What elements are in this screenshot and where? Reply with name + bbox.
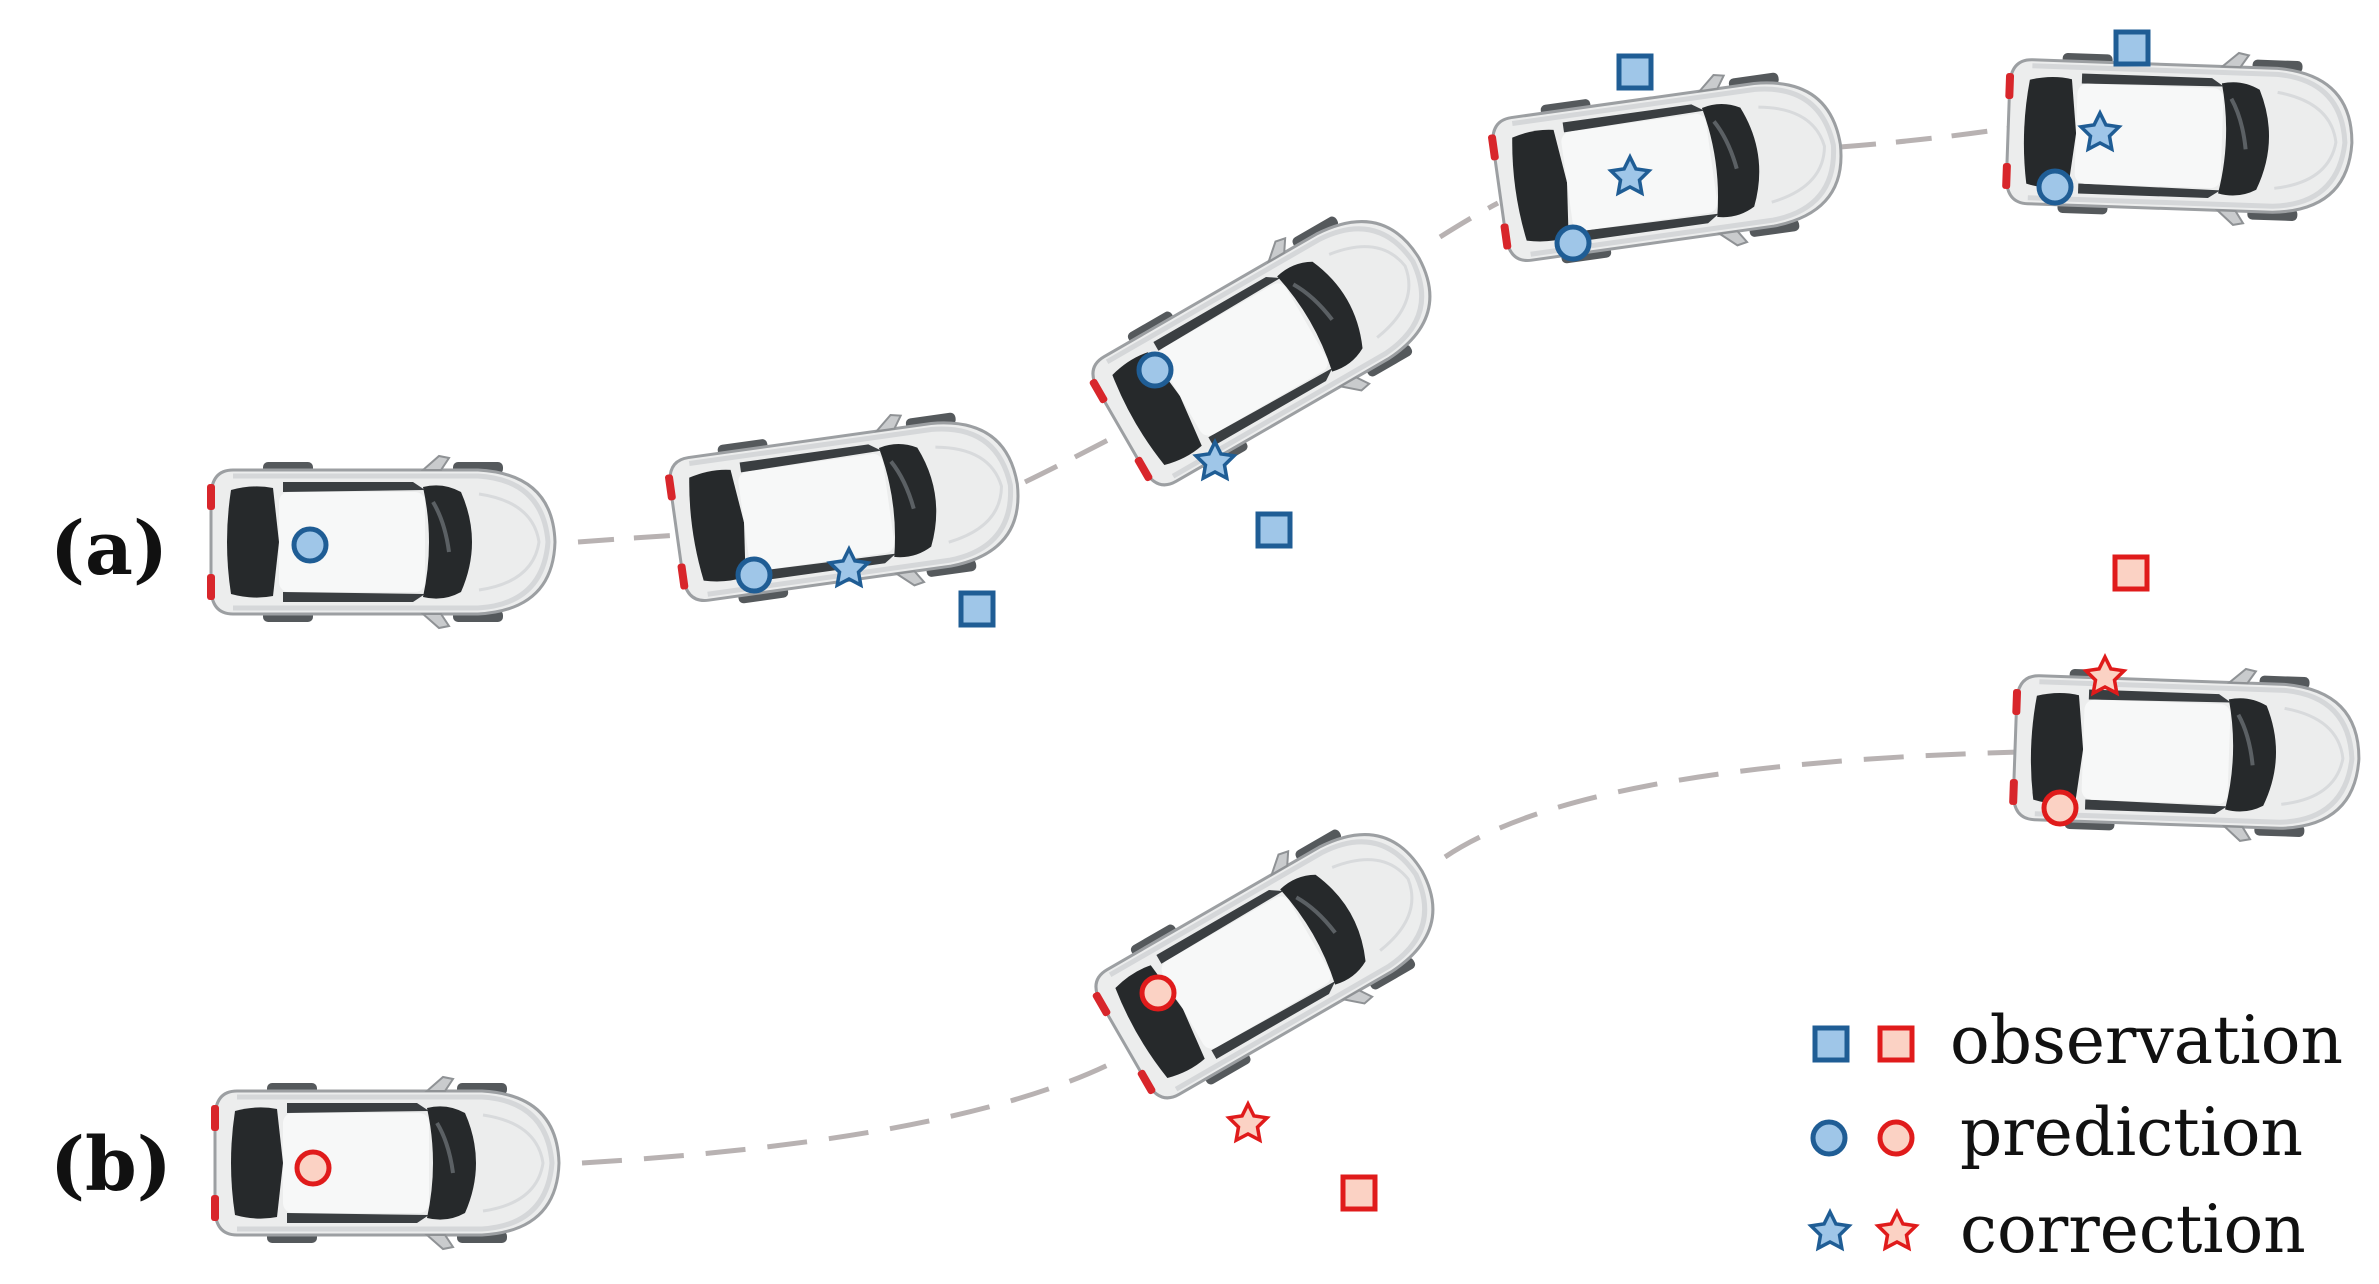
prediction-marker: [1554, 224, 1592, 262]
observation-marker: [958, 590, 996, 628]
observation-marker: [1616, 53, 1654, 91]
legend-observation: observation: [1812, 1002, 2343, 1079]
legend-correction: correction: [1809, 1191, 2306, 1268]
correction-marker: [1227, 1102, 1269, 1142]
prediction-marker: [1139, 974, 1177, 1012]
prediction-marker: [1136, 351, 1174, 389]
panel-a: (a): [50, 29, 2355, 628]
legend-label-observation: observation: [1950, 1002, 2343, 1079]
legend: observation prediction correction: [1809, 1002, 2343, 1268]
car-icon: [207, 456, 555, 628]
car-icon: [661, 399, 1030, 618]
prediction-marker: [294, 1149, 332, 1187]
panel-label-b: (b): [50, 1122, 172, 1208]
observation-marker: [2113, 29, 2151, 67]
observation-marker: [2112, 554, 2150, 592]
legend-label-correction: correction: [1960, 1191, 2306, 1268]
observation-marker: [1812, 1025, 1850, 1063]
panel-b: (b): [50, 554, 2362, 1249]
car-icon: [1484, 59, 1853, 278]
correction-marker: [1876, 1210, 1918, 1250]
prediction-marker: [1810, 1119, 1848, 1157]
legend-prediction: prediction: [1810, 1094, 2303, 1171]
trajectory-path-b: [581, 749, 2021, 1166]
prediction-marker: [2041, 789, 2079, 827]
prediction-marker: [1877, 1119, 1915, 1157]
car-icon: [1075, 184, 1462, 507]
observation-marker: [1877, 1025, 1915, 1063]
correction-marker: [1809, 1210, 1851, 1250]
prediction-marker: [291, 526, 329, 564]
car-icon: [211, 1077, 559, 1249]
legend-label-prediction: prediction: [1960, 1094, 2303, 1171]
observation-marker: [1255, 511, 1293, 549]
observation-marker: [1340, 1174, 1378, 1212]
prediction-marker: [2036, 168, 2074, 206]
car-icon: [1078, 797, 1465, 1120]
trajectory-path-a: [577, 125, 2011, 545]
prediction-marker: [735, 556, 773, 594]
panel-label-a: (a): [50, 506, 168, 592]
